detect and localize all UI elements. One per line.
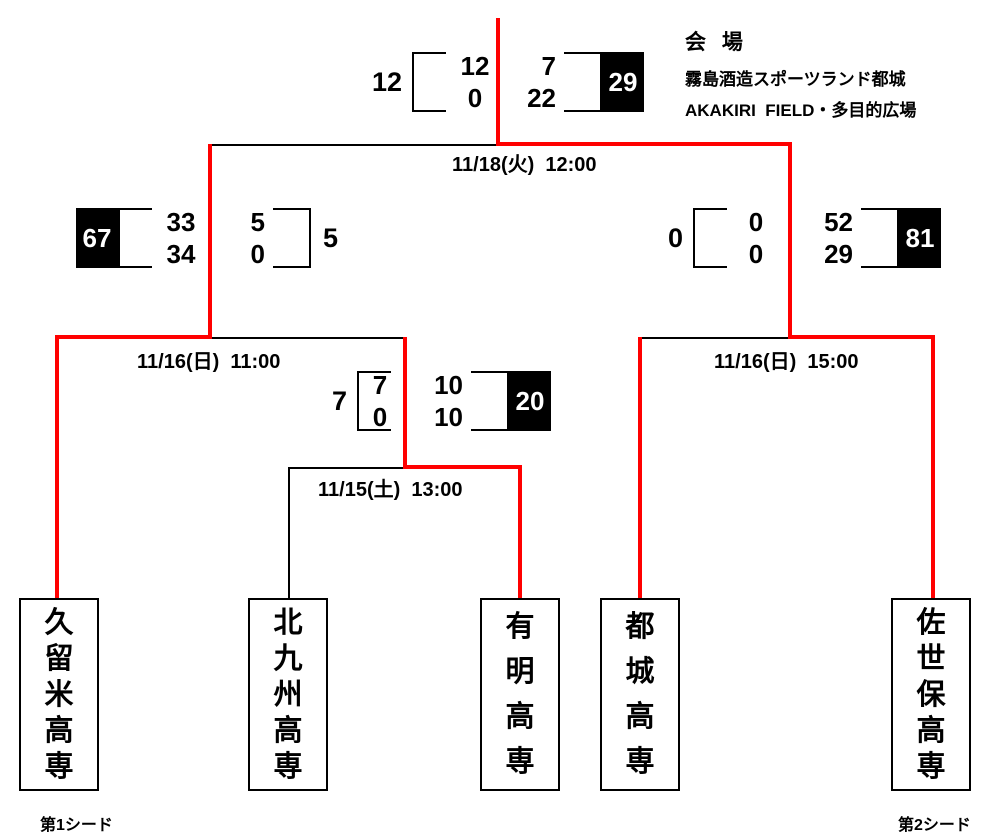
semifinal-left-riser [208,144,212,339]
semifinal-left-right-half2: 0 [250,239,265,269]
semifinal-left-left-halves: 33 34 [160,208,202,268]
semifinal-left-connector-red [55,335,212,339]
semifinal-left-winner-unit: 67 33 34 [76,208,202,268]
kurume-riser [55,337,59,598]
semifinal-right-right-half2: 29 [824,239,853,269]
semifinal-left-right-bracket [273,208,311,268]
miyakonojo-riser [638,337,642,598]
semifinal-right-winner-unit: 52 29 81 [811,208,941,268]
seed2-label: 第2シード [898,817,971,834]
team-box-kitakyushu: 北九州高専 [248,598,328,791]
first-round-left-half1: 7 [372,370,388,400]
semifinal-left-right-total: 5 [323,222,339,253]
semifinal-right-left-half1: 0 [748,207,764,237]
semifinal-right-connector-red [788,335,935,339]
semifinal-left-date: 11/16(日) 11:00 [137,351,281,373]
final-right-halves: 7 22 [514,52,556,112]
venue-field: AKAKIRI FIELD・多目的広場 [685,101,917,120]
team-name-miyakonojo: 都城高専 [625,610,655,778]
semifinal-right-loser-unit: 0 0 0 [639,208,777,268]
first-round-left-half2: 0 [372,402,388,432]
final-right-half1: 7 [541,51,556,81]
first-round-connector-black [288,467,405,469]
final-left-total: 12 [371,66,402,97]
final-connector-winner [496,142,792,146]
team-box-miyakonojo: 都城高専 [600,598,680,791]
first-round-connector-red [403,465,522,469]
sasebo-riser [931,337,935,598]
semifinal-right-right-half1: 52 [824,207,853,237]
semifinal-left-connector-black [210,337,407,339]
first-round-date: 11/15(土) 13:00 [318,479,463,501]
semifinal-left-left-half2: 34 [166,239,196,269]
final-winner-box: 29 [602,52,644,112]
semifinal-right-riser [788,142,792,339]
seed1-label: 第1シード [40,817,113,834]
team-name-kurume: 久留米高専 [44,606,74,783]
final-left-half1: 12 [460,51,490,81]
final-right-bracket [564,52,602,112]
semifinal-right-right-bracket [861,208,899,268]
first-round-left-bracket [357,371,391,431]
final-left-bracket [412,52,446,112]
final-right-half2: 22 [527,83,556,113]
semifinal-right-left-total: 0 [667,222,683,253]
final-left-halves: 12 0 [454,52,496,112]
semifinal-left-winner-box: 67 [76,208,118,268]
kitakyushu-riser [288,467,290,598]
venue-info: 会 場 霧島酒造スポーツランド都城 AKAKIRI FIELD・多目的広場 [685,26,916,121]
semifinal-left-left-bracket [118,208,152,268]
semifinal-right-left-halves: 0 0 [735,208,777,268]
team-name-kitakyushu: 北九州高専 [273,606,303,783]
semifinal-left-right-half1: 5 [250,207,265,237]
first-round-winner-box: 20 [509,371,551,431]
first-round-riser [403,337,407,469]
first-round-winner-unit: 10 10 20 [421,371,551,431]
first-round-right-bracket [471,371,509,431]
final-right-score-unit: 7 22 29 [514,52,644,112]
team-box-kurume: 久留米高専 [19,598,99,791]
team-name-ariake: 有明高専 [505,610,535,778]
semifinal-right-winner-box: 81 [899,208,941,268]
final-connector-left [210,144,499,146]
venue-heading: 会 場 [685,31,748,54]
first-round-right-half1: 10 [434,370,463,400]
semifinal-left-left-half1: 33 [166,207,196,237]
team-box-ariake: 有明高専 [480,598,560,791]
semifinal-right-date: 11/16(日) 15:00 [714,351,859,373]
first-round-left-halves: 7 0 [363,371,397,431]
first-round-loser-unit: 7 7 0 [303,371,397,431]
first-round-right-halves: 10 10 [421,371,463,431]
team-box-sasebo: 佐世保高専 [891,598,971,791]
final-left-half2: 0 [467,83,483,113]
first-round-left-total: 7 [331,385,347,416]
semifinal-right-right-halves: 52 29 [811,208,853,268]
semifinal-left-loser-unit: 5 0 5 [223,208,367,268]
first-round-right-half2: 10 [434,402,463,432]
semifinal-right-left-half2: 0 [748,239,764,269]
final-date: 11/18(火) 12:00 [452,154,597,176]
final-left-score-unit: 12 12 0 [358,52,496,112]
team-name-sasebo: 佐世保高専 [916,606,946,783]
venue-name: 霧島酒造スポーツランド都城 [685,70,906,89]
champion-riser [496,18,500,146]
ariake-riser [518,467,522,598]
semifinal-left-right-halves: 5 0 [223,208,265,268]
semifinal-right-connector-black [639,337,790,339]
semifinal-right-left-bracket [693,208,727,268]
